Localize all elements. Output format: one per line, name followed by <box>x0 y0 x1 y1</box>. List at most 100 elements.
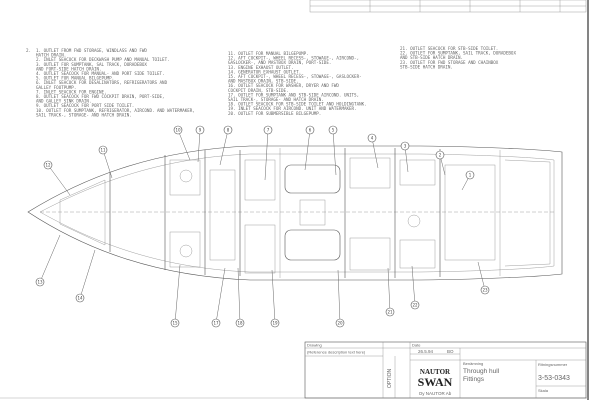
note-line: 13. ENGINE EXHAUST OUTLET. <box>228 65 294 70</box>
note-line: COCKPIT DRAIN, STB-SIDE. <box>228 88 289 93</box>
callout-11: 11 <box>98 145 113 179</box>
note-line: AND STB-SIDE HATCH DRAIN. <box>400 55 463 60</box>
note-line: STB-SIDE HATCH DRAIN. <box>400 64 453 69</box>
note-line: AND MASTBOX DRAIN, STB-SIDE. <box>228 79 299 84</box>
note-line: 23. OUTLET FOR FWD STORAGE AND CHAINBOX <box>400 60 499 65</box>
date-value: 26.5.94 <box>418 349 434 354</box>
callout-5: 5 <box>328 125 338 176</box>
svg-text:22: 22 <box>412 302 418 307</box>
note-line: 10. OUTLET FOR SUMPTANK, REFRIGERATOR, A… <box>36 108 195 113</box>
callout-7: 7 <box>263 125 273 181</box>
svg-text:8: 8 <box>227 127 230 132</box>
note-line: 9. OUTLET SEACOCK FOR PORT SIDE TOILET. <box>36 103 134 108</box>
notes-column-1: 1. OUTLET FROM FWD STORAGE, WINDLASS AND… <box>36 48 195 117</box>
note-line: SAIL TRACK-, STORAGE- AND HATCH DRAIN. <box>228 97 324 102</box>
note-line: 16. OUTLET SEACOCK FOR WASHER, DRYER AND… <box>228 83 339 88</box>
svg-text:15: 15 <box>172 320 178 325</box>
note-line: 14. GENERATOR EXHAUST OUTLET. <box>228 69 301 74</box>
callout-15: 15 <box>170 264 181 328</box>
svg-text:7: 7 <box>267 127 270 132</box>
drawing-label: Drawing <box>307 343 322 348</box>
company-logo-line1: NAUTOR <box>420 368 451 376</box>
note-line: 6. INLET SEACOCK FOR DESALINATORS, REFRI… <box>36 80 168 85</box>
note-line: 11. OUTLET FOR MANUAL BILGEPUMP. <box>228 51 309 56</box>
note-line: 20. OUTLET FOR SUBMERSIBLE BILGEPUMP. <box>228 111 321 116</box>
note-line: 8. OUTLET SEACOCK FOR FWD COCKPIT DRAIN,… <box>36 94 165 99</box>
svg-text:14: 14 <box>77 295 83 300</box>
callout-9: 9 <box>195 125 205 163</box>
note-line: HATCH DRAIN. <box>36 53 66 58</box>
note-line: 15. AFT COCKPIT-, WHEEL RECESS-, STOWAGE… <box>228 74 362 79</box>
note-line: AND GALLEY SINK DRAIN. <box>36 99 91 104</box>
callouts: 10 9 8 7 6 5 4 3 2 11 12 1 13 14 15 17 18 19 20 21 22 23 <box>35 125 490 328</box>
note-line: 5. OUTLET FOR MANUAL BILGEPUMP. <box>36 76 114 81</box>
svg-text:12: 12 <box>45 162 51 167</box>
svg-text:11: 11 <box>100 147 106 152</box>
callout-1: 1 <box>461 170 475 191</box>
title-label: Benämning <box>463 361 483 366</box>
note-line: 4. OUTLET SEACOCK FOR MANUAL- AND PORT S… <box>36 71 165 76</box>
hull-plan <box>27 145 563 281</box>
drawing-number: 3-53-0343 <box>538 375 570 382</box>
note-line: 21. OUTLET SEACOCK FOR STB-SIDE TOILET. <box>400 46 498 51</box>
drawn-by: BO <box>447 349 454 354</box>
title-line1: Through hull <box>463 368 500 375</box>
note-line: 17. OUTLET FOR SUMPTANK AND STB-SIDE AIR… <box>228 92 359 97</box>
svg-text:10: 10 <box>175 127 181 132</box>
svg-text:5: 5 <box>332 127 335 132</box>
svg-text:4: 4 <box>371 135 374 140</box>
callout-12: 12 <box>43 160 71 196</box>
svg-text:3: 3 <box>404 143 407 148</box>
svg-text:19: 19 <box>272 320 278 325</box>
callout-21: 21 <box>385 267 395 317</box>
svg-text:6: 6 <box>309 127 312 132</box>
callout-13: 13 <box>35 234 61 287</box>
svg-text:21: 21 <box>387 309 393 314</box>
company-sub: Oy NAUTOR Ab <box>419 391 452 396</box>
svg-text:9: 9 <box>199 127 202 132</box>
note-line: GALLEY FOOTPUMP. <box>36 85 76 90</box>
callout-18: 18 <box>235 267 245 328</box>
notes-column-3: 21. OUTLET SEACOCK FOR STB-SIDE TOILET.2… <box>400 46 516 69</box>
svg-text:23: 23 <box>482 287 488 292</box>
note-line: 22. OUTLET FOR SUMPTANK, SAIL TRACK, DOR… <box>400 51 516 56</box>
drawing-value: (Reference description text here) <box>307 350 366 355</box>
svg-text:1: 1 <box>469 172 472 177</box>
callout-19: 19 <box>270 269 280 328</box>
note-line: 2. INLET SEACOCK FOR DECKWASH PUMP AND M… <box>36 57 170 62</box>
note-line: 19. INLET SEACOCK FOR AIRCOND. UNIT AND … <box>228 106 357 111</box>
callout-3: 3 <box>400 141 410 173</box>
svg-text:18: 18 <box>237 320 243 325</box>
note-line: 1. OUTLET FROM FWD STORAGE, WINDLASS AND… <box>36 48 147 53</box>
note-line: 3. OUTLET FOR SUMPTANK, SAL TRACK, DORAD… <box>36 62 147 67</box>
title-line2: Fittings <box>463 376 485 383</box>
note-line: 12. AFT COCKPIT-, WHEEL RECESS-, STOWAGE… <box>228 56 359 61</box>
callout-23: 23 <box>477 261 490 295</box>
drawing-no-label: Ritningsnummer <box>538 362 568 367</box>
option-label: OPTION <box>387 368 393 388</box>
svg-text:13: 13 <box>37 279 43 284</box>
callout-17: 17 <box>211 267 226 328</box>
note-line: 7. INLET SEACOCK FOR ENGINE. <box>36 89 107 94</box>
callout-20: 20 <box>335 269 345 328</box>
note-line: SAIL TRACK-, STORAGE- AND HATCH DRAIN. <box>36 112 132 117</box>
company-logo-line2: SWAN <box>418 375 453 389</box>
note-line: AND FORT-SIDE HATCH DRAIN. <box>36 66 102 71</box>
svg-text:2: 2 <box>439 152 442 157</box>
svg-text:17: 17 <box>213 320 219 325</box>
callout-4: 4 <box>367 133 379 169</box>
callout-22: 22 <box>410 265 420 310</box>
scale-label: Skala <box>538 388 549 393</box>
notes-header: 2. <box>26 48 31 53</box>
title-block: Drawing (Reference description text here… <box>304 341 587 399</box>
callout-14: 14 <box>75 249 96 303</box>
note-line: 18. OUTLET SEACOCK FOR STB-SIDE TOILET A… <box>228 102 367 107</box>
callout-2: 2 <box>435 150 446 176</box>
callout-10: 10 <box>173 125 191 161</box>
svg-text:20: 20 <box>337 320 343 325</box>
notes-column-2: 11. OUTLET FOR MANUAL BILGEPUMP.12. AFT … <box>228 51 367 116</box>
top-title-strip <box>309 0 587 13</box>
date-label: Date <box>412 343 421 348</box>
note-line: GASLOCKER-, AND MASTBOX DRAIN, PORT-SIDE… <box>228 60 331 65</box>
